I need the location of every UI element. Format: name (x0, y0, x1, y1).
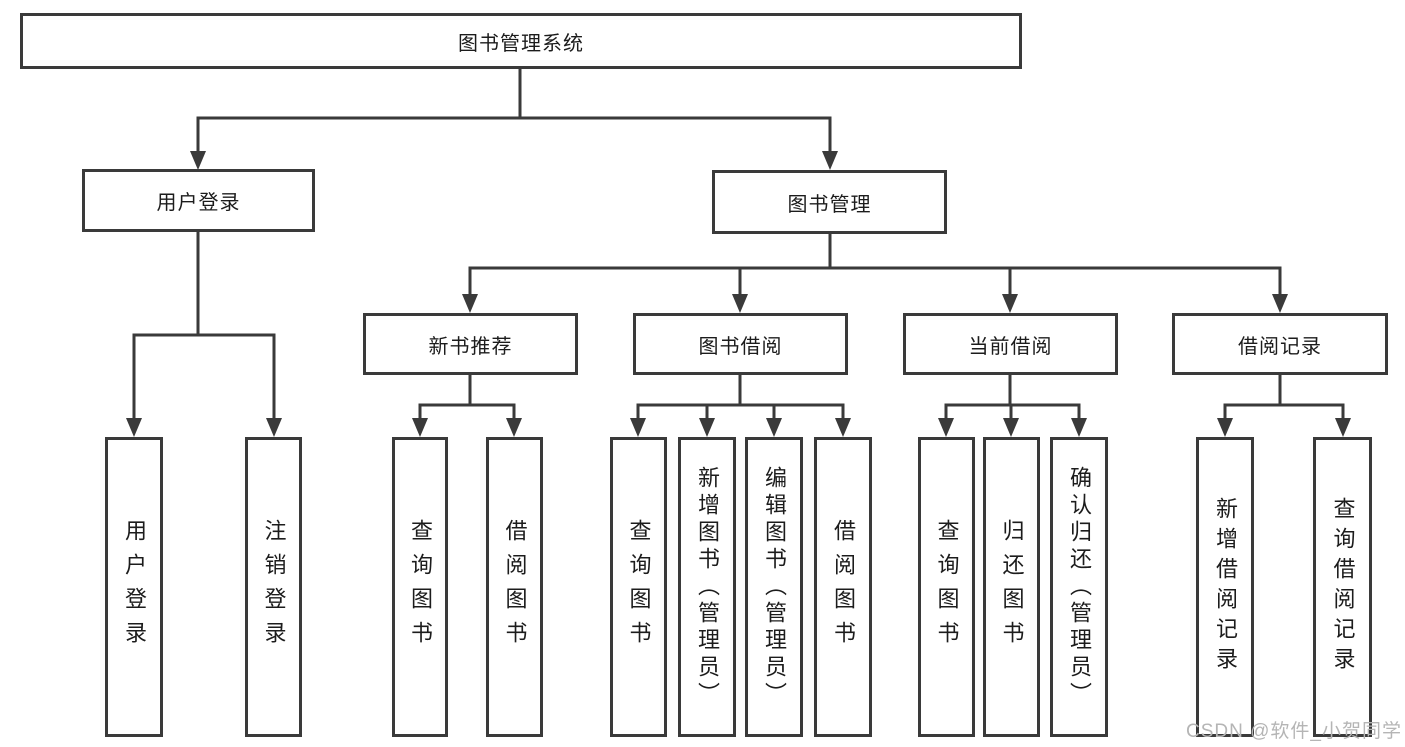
leaf-add-borrow-record: 新增借阅记录 (1196, 437, 1254, 737)
leaf-logout: 注销登录 (245, 437, 302, 737)
leaf-query-books-recommend: 查询图书 (392, 437, 448, 737)
leaf-query-borrow-record: 查询借阅记录 (1313, 437, 1372, 737)
leaf-borrow-books-recommend: 借阅图书 (486, 437, 543, 737)
leaf-user-login: 用户登录 (105, 437, 163, 737)
node-user-login: 用户登录 (82, 169, 315, 232)
node-book-management: 图书管理 (712, 170, 947, 234)
leaf-borrow-books-borrowing: 借阅图书 (814, 437, 872, 737)
leaf-edit-books-admin: 编辑图书（管理员） (745, 437, 803, 737)
node-library-system: 图书管理系统 (20, 13, 1022, 69)
node-new-book-recommend: 新书推荐 (363, 313, 578, 375)
node-borrowing-records: 借阅记录 (1172, 313, 1388, 375)
leaf-query-books-borrowing: 查询图书 (610, 437, 667, 737)
watermark: CSDN @软件_小贺同学 (1186, 721, 1402, 742)
leaf-query-books-current: 查询图书 (918, 437, 975, 737)
node-current-borrowing: 当前借阅 (903, 313, 1118, 375)
leaf-add-books-admin: 新增图书（管理员） (678, 437, 736, 737)
leaf-confirm-return-admin: 确认归还（管理员） (1050, 437, 1108, 737)
leaf-return-books: 归还图书 (983, 437, 1040, 737)
node-book-borrowing: 图书借阅 (633, 313, 848, 375)
